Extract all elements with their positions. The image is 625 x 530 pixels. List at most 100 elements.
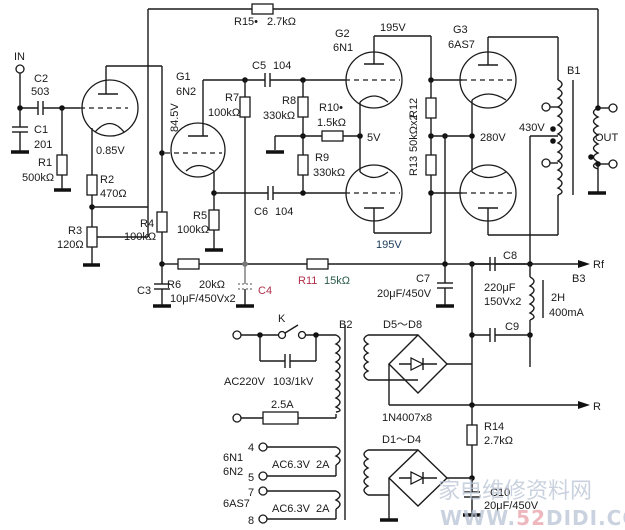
label-b3-inductance: 2H: [551, 292, 565, 304]
g1-stage: [156, 73, 345, 267]
label-g3: G3: [453, 24, 468, 36]
label-r2: R2: [100, 174, 114, 186]
label-bridge-hv: D5～D8: [383, 319, 422, 331]
label-rail-r: R: [593, 401, 601, 413]
label-g1: G1: [176, 71, 191, 83]
label-g3-plate-voltage: 430V: [519, 122, 545, 134]
label-c6: C6: [254, 206, 268, 218]
g2-stage: [266, 35, 431, 234]
label-c8: C8: [503, 250, 517, 262]
label-r10-value: 1.5kΩ: [317, 117, 346, 129]
label-g3-cathode-voltage: 280V: [480, 132, 506, 144]
label-c8-value: 220μF: [484, 282, 516, 294]
label-b2: B2: [339, 319, 352, 331]
label-pin-7: 7: [248, 487, 254, 499]
label-c3-value: 10μF/450Vx2: [170, 293, 236, 305]
bridge-d5-d8: [388, 334, 448, 394]
output-terminal-1[interactable]: [608, 103, 618, 113]
label-r15: R15•: [234, 16, 258, 28]
label-g2-lower-plate-voltage: 195V: [376, 239, 402, 251]
label-r15-value: 2.7kΩ: [267, 16, 296, 28]
label-c2: C2: [34, 73, 48, 85]
label-switch-cap: 103/1kV: [273, 376, 314, 388]
label-g3-type: 6AS7: [448, 39, 475, 51]
label-c7-value: 20μF/450V: [377, 288, 432, 300]
label-r10: R10•: [319, 102, 343, 114]
label-c5: C5: [252, 60, 266, 72]
label-g2-type: 6N1: [333, 42, 353, 54]
label-c5-value: 104: [273, 60, 291, 72]
label-g2-plate-voltage: 195V: [380, 22, 406, 34]
label-pin-8: 8: [248, 515, 254, 527]
mains-terminal-1[interactable]: [232, 330, 242, 340]
label-r6-value: 20kΩ: [199, 279, 225, 291]
label-out: OUT: [595, 132, 619, 144]
label-r7-value: 100kΩ: [208, 107, 240, 119]
label-r8-value: 330kΩ: [263, 110, 295, 122]
input-terminal[interactable]: [15, 64, 25, 74]
resistor-r4: [156, 211, 168, 233]
label-r1: R1: [38, 157, 52, 169]
label-r2-value: 470Ω: [100, 188, 127, 200]
resistor-r12: [425, 97, 437, 119]
label-r9-value: 330kΩ: [313, 167, 345, 179]
label-g2: G2: [335, 28, 350, 40]
label-c9-value: 150Vx2: [484, 296, 521, 308]
label-b3: B3: [572, 273, 585, 285]
resistor-r2: [86, 174, 98, 196]
label-bridge-lv: D1～D4: [382, 434, 421, 446]
label-r4-value: 100kΩ: [124, 231, 156, 243]
resistor-r11: [306, 258, 329, 270]
r12-r13: [425, 36, 472, 264]
label-c4: C4: [258, 285, 272, 297]
switch-k[interactable]: [277, 330, 287, 340]
tube-g1: [170, 122, 226, 178]
label-c10: C10: [490, 487, 510, 499]
bridge-d1-d4: [387, 449, 449, 507]
label-g1-type: 6N2: [176, 86, 196, 98]
label-r14-value: 2.7kΩ: [484, 435, 513, 447]
label-heater-6as7: 6AS7: [223, 498, 250, 510]
label-c2-value: 503: [31, 86, 49, 98]
label-switch-k: K: [278, 313, 286, 325]
label-r8: R8: [282, 95, 296, 107]
label-c7: C7: [416, 273, 430, 285]
label-g2-cathode-voltage: 5V: [367, 132, 381, 144]
label-r12-r13-value: 50kΩx2: [408, 114, 420, 152]
label-r14: R14: [484, 421, 504, 433]
power-supply: [232, 324, 590, 524]
label-r7: R7: [225, 92, 239, 104]
watermark-cn: 家电维修资料网: [438, 479, 592, 504]
label-r11: R11: [298, 275, 317, 287]
output-terminal-2[interactable]: [608, 159, 618, 169]
resistor-r10: [321, 130, 344, 142]
resistor-r3: [86, 226, 98, 248]
resistor-r14: [466, 424, 478, 446]
label-r9: R9: [315, 152, 329, 164]
resistor-r1: [56, 154, 68, 176]
label-r3-value: 120Ω: [57, 239, 84, 251]
label-r11-value: 15kΩ: [324, 275, 350, 287]
label-rail-rf: Rf: [593, 259, 605, 271]
label-v1-cathode-voltage: 0.85V: [96, 145, 125, 157]
mains-terminal-2[interactable]: [232, 413, 242, 423]
label-b1: B1: [567, 65, 580, 77]
label-r1-value: 500kΩ: [22, 172, 54, 184]
label-fuse: 2.5A: [271, 399, 294, 411]
label-c1-value: 201: [34, 139, 52, 151]
transformer-b1: [529, 79, 618, 264]
label-heater-6n1: 6N1: [223, 452, 243, 464]
input-stage: [11, 64, 163, 267]
resistor-r7: [239, 96, 251, 118]
label-c1: C1: [34, 124, 48, 136]
label-in: IN: [14, 51, 25, 63]
label-r5: R5: [193, 210, 207, 222]
g3-stage: [459, 36, 559, 236]
label-g1-plate-voltage: 84.5V: [169, 103, 181, 132]
label-c3: C3: [137, 285, 151, 297]
resistor-r15: [251, 3, 274, 15]
label-heater-spec-1: AC6.3V 2A: [272, 459, 330, 471]
label-c10-value: 20μF/450V: [484, 500, 539, 512]
